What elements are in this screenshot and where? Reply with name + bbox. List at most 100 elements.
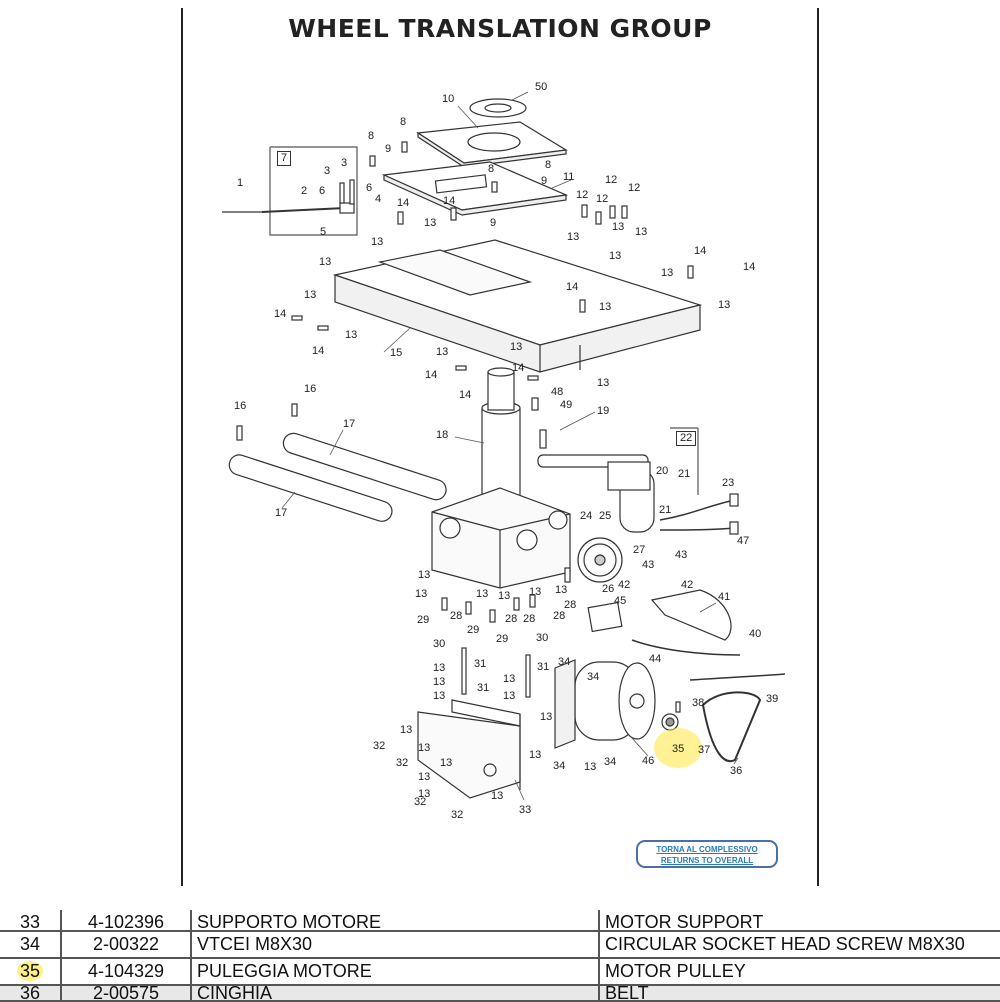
- callout-26: 26: [602, 583, 615, 595]
- table-row[interactable]: 33 4-102396 SUPPORTO MOTORE MOTOR SUPPOR…: [0, 910, 1000, 932]
- callout-29: 29: [467, 624, 480, 636]
- callout-14: 14: [425, 369, 438, 381]
- callout-16: 16: [234, 400, 247, 412]
- callout-8: 8: [400, 116, 407, 128]
- callout-49: 49: [560, 399, 573, 411]
- callout-43: 43: [642, 559, 655, 571]
- callout-3: 3: [324, 165, 331, 177]
- callout-13: 13: [400, 724, 413, 736]
- callout-16: 16: [304, 383, 317, 395]
- callout-40: 40: [749, 628, 762, 640]
- callout-13: 13: [612, 221, 625, 233]
- motor-support-part-33: [417, 711, 521, 799]
- callout-46: 46: [642, 755, 655, 767]
- callout-13: 13: [371, 236, 384, 248]
- callout-20: 20: [656, 465, 669, 477]
- callout-13: 13: [599, 301, 612, 313]
- callout-34: 34: [553, 760, 566, 772]
- callout-50: 50: [535, 81, 548, 93]
- callout-25: 25: [599, 510, 612, 522]
- callout-13: 13: [424, 217, 437, 229]
- callout-13: 13: [498, 590, 511, 602]
- callout-13: 13: [433, 662, 446, 674]
- cable-part-47: [659, 527, 736, 531]
- callout-13: 13: [418, 788, 431, 800]
- callout-14: 14: [397, 197, 410, 209]
- subassembly-frame-7: [269, 146, 358, 236]
- callout-44: 44: [649, 653, 662, 665]
- callout-12: 12: [576, 189, 589, 201]
- callout-31: 31: [477, 682, 490, 694]
- callout-31: 31: [537, 661, 550, 673]
- parts-table: 33 4-102396 SUPPORTO MOTORE MOTOR SUPPOR…: [0, 910, 1000, 1002]
- callout-13: 13: [304, 289, 317, 301]
- description-italian: PULEGGIA MOTORE: [190, 958, 599, 986]
- belt-part-36: [701, 691, 762, 763]
- callout-34: 34: [558, 656, 571, 668]
- washer-part-50: [469, 98, 527, 118]
- callout-13: 13: [540, 711, 553, 723]
- callout-36: 36: [730, 765, 743, 777]
- callout-19: 19: [597, 405, 610, 417]
- callout-5: 5: [320, 226, 327, 238]
- callout-15: 15: [390, 347, 403, 359]
- tube-part-17-upper: [282, 432, 447, 501]
- callout-11: 11: [563, 171, 575, 183]
- callout-13: 13: [510, 341, 523, 353]
- callout-13: 13: [436, 346, 449, 358]
- callout-14: 14: [566, 281, 579, 293]
- callout-8: 8: [545, 159, 552, 171]
- callout-38: 38: [692, 697, 705, 709]
- part-number: 34: [0, 931, 61, 959]
- callout-27: 27: [633, 544, 646, 556]
- description-english: CIRCULAR SOCKET HEAD SCREW M8X30: [598, 931, 1000, 959]
- tube-part-17-lower: [228, 454, 393, 522]
- callout-13: 13: [635, 226, 648, 238]
- callout-42: 42: [618, 579, 631, 591]
- drawing-title: WHEEL TRANSLATION GROUP: [288, 14, 712, 43]
- description-italian: SUPPORTO MOTORE: [190, 910, 599, 932]
- part-code: 4-102396: [60, 910, 191, 932]
- callout-10: 10: [442, 93, 455, 105]
- callout-28: 28: [564, 599, 577, 611]
- callout-13: 13: [418, 771, 431, 783]
- part-35-highlight: [654, 728, 702, 768]
- callout-28: 28: [523, 613, 536, 625]
- return-label-italian: TORNA AL COMPLESSIVO: [656, 845, 758, 854]
- callout-6: 6: [366, 182, 373, 194]
- callout-12: 12: [628, 182, 641, 194]
- description-italian: VTCEI M8X30: [190, 931, 599, 959]
- callout-29: 29: [417, 614, 430, 626]
- callout-14: 14: [443, 195, 456, 207]
- callout-48: 48: [551, 386, 564, 398]
- description-english: MOTOR PULLEY: [598, 958, 1000, 986]
- return-to-overall-button[interactable]: TORNA AL COMPLESSIVO RETURNS TO OVERALL: [636, 840, 778, 868]
- cable-part-23: [659, 499, 736, 521]
- callout-17: 17: [343, 418, 356, 430]
- callout-13: 13: [718, 299, 731, 311]
- callout-14: 14: [743, 261, 756, 273]
- callout-47: 47: [737, 535, 750, 547]
- table-row[interactable]: 34 2-00322 VTCEI M8X30 CIRCULAR SOCKET H…: [0, 931, 1000, 959]
- callout-30: 30: [536, 632, 549, 644]
- callout-14: 14: [459, 389, 472, 401]
- callout-13: 13: [529, 586, 542, 598]
- callout-13: 13: [503, 673, 516, 685]
- plate-part-45: [587, 601, 623, 633]
- callout-28: 28: [450, 610, 463, 622]
- description-english: MOTOR SUPPORT: [598, 910, 1000, 932]
- callout-41: 41: [718, 591, 731, 603]
- return-label-english: RETURNS TO OVERALL: [660, 856, 754, 865]
- exploded-view-diagram: [222, 91, 786, 801]
- callout-42: 42: [681, 579, 694, 591]
- table-row[interactable]: 36 2-00575 CINGHIA BELT: [0, 985, 1000, 1002]
- callout-13: 13: [567, 231, 580, 243]
- callout-13: 13: [433, 690, 446, 702]
- callout-13: 13: [345, 329, 358, 341]
- callout-34: 34: [587, 671, 600, 683]
- callout-13: 13: [529, 749, 542, 761]
- callout-13: 13: [555, 584, 568, 596]
- table-row-highlighted[interactable]: 35 4-104329 PULEGGIA MOTORE MOTOR PULLEY: [0, 958, 1000, 986]
- callout-22: 22: [676, 431, 697, 446]
- callout-13: 13: [319, 256, 332, 268]
